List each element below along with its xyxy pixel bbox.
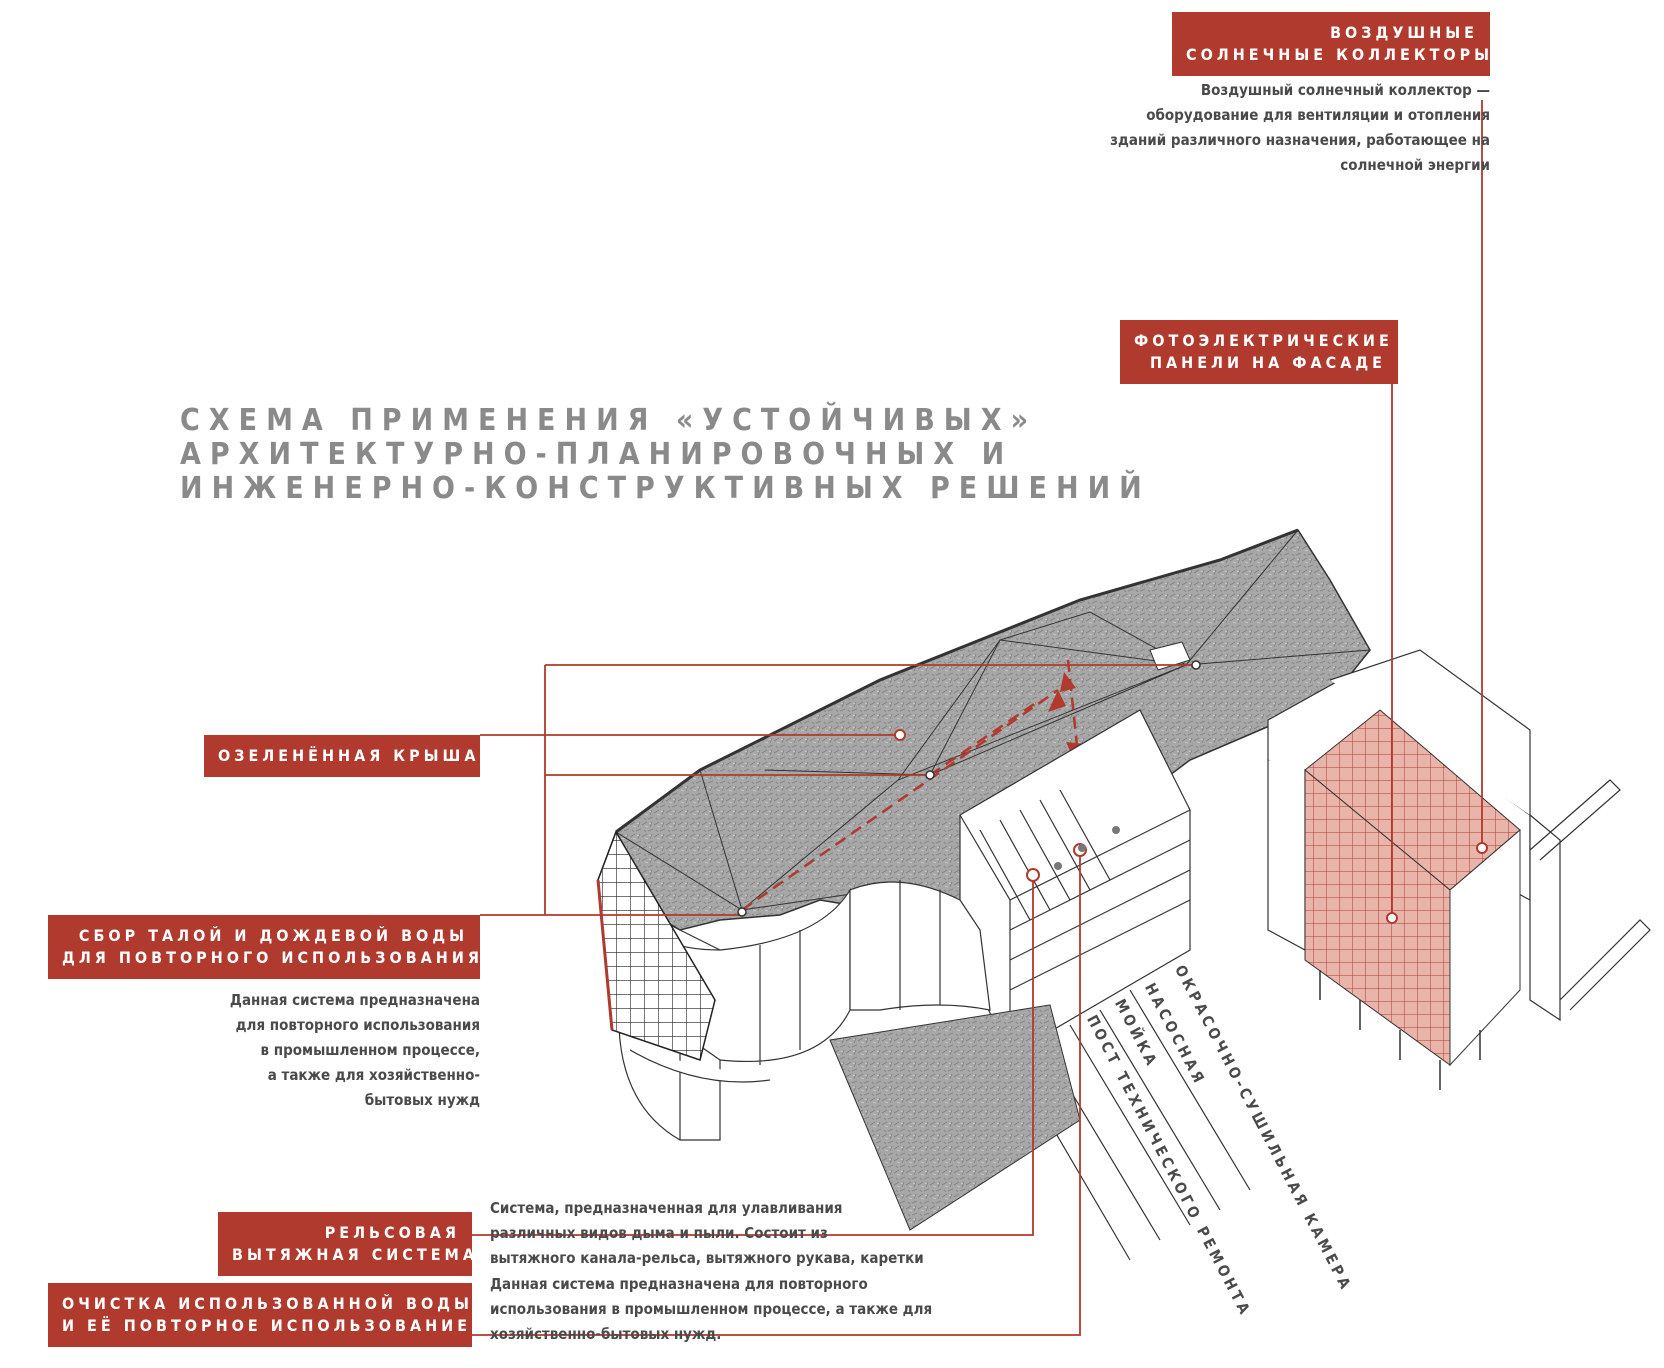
title-line-2: АРХИТЕКТУРНО-ПЛАНИРОВОЧНЫХ И (180, 438, 992, 472)
label-water-cleaning: ОЧИСТКА ИСПОЛЬЗОВАННОЙ ВОДЫ И ЕЁ ПОВТОРН… (48, 1283, 472, 1347)
desc-air-collectors: Воздушный солнечный коллектор — оборудов… (1110, 78, 1490, 178)
desc-water-collection: Данная система предназначена для повторн… (230, 988, 480, 1113)
title-line-1: СХЕМА ПРИМЕНЕНИЯ «УСТОЙЧИВЫХ» (180, 404, 992, 438)
label-water-collection: СБОР ТАЛОЙ И ДОЖДЕВОЙ ВОДЫ ДЛЯ ПОВТОРНОГ… (48, 915, 480, 979)
diagram-title: СХЕМА ПРИМЕНЕНИЯ «УСТОЙЧИВЫХ» АРХИТЕКТУР… (180, 404, 992, 506)
desc-rail-exhaust: Система, предназначенная для улавливания… (490, 1196, 924, 1271)
label-photovoltaic: ФОТОЭЛЕКТРИЧЕСКИЕ ПАНЕЛИ НА ФАСАДЕ (1120, 320, 1398, 384)
label-rail-exhaust: РЕЛЬСОВАЯ ВЫТЯЖНАЯ СИСТЕМА (218, 1212, 472, 1276)
label-air-collectors: ВОЗДУШНЫЕ СОЛНЕЧНЫЕ КОЛЛЕКТОРЫ (1172, 12, 1490, 76)
title-line-3: ИНЖЕНЕРНО-КОНСТРУКТИВНЫХ РЕШЕНИЙ (180, 472, 992, 506)
desc-water-cleaning: Данная система предназначена для повторн… (490, 1272, 932, 1347)
label-green-roof: ОЗЕЛЕНЁННАЯ КРЫША (204, 735, 480, 777)
